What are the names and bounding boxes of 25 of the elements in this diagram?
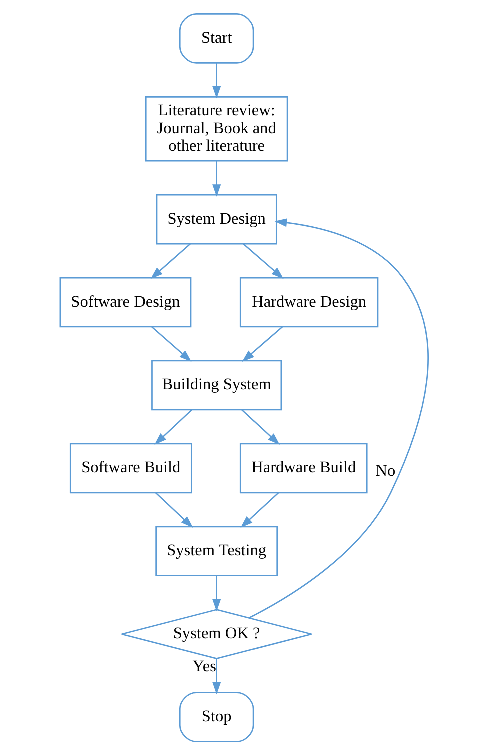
arrow: [151, 326, 192, 362]
arrow: [154, 492, 193, 528]
arrow: [212, 161, 221, 197]
arrow: [240, 492, 279, 528]
node-box: Stop: [178, 692, 254, 742]
arrow: [150, 244, 190, 280]
node-box: Start: [178, 14, 254, 64]
node-diamond: System OK ?: [120, 609, 312, 660]
arrow: [212, 658, 221, 695]
arrow: [212, 64, 221, 99]
arrow: [248, 218, 428, 619]
arrow: [154, 410, 192, 446]
arrow: [242, 326, 282, 362]
node-box: Literature review: Journal, Book and other literature: [144, 96, 288, 162]
node-box: System Design: [156, 194, 277, 245]
node-box: Hardware Design: [239, 277, 378, 328]
arrow: [212, 576, 221, 612]
arrow: [241, 410, 280, 446]
node-box: Building System: [151, 360, 282, 411]
arrow: [242, 244, 284, 280]
node-box: System Testing: [155, 526, 278, 577]
node-box: Software Design: [59, 277, 192, 328]
edge-label: No: [375, 461, 396, 480]
node-box: Software Build: [69, 443, 192, 494]
node-box: Hardware Build: [239, 443, 368, 494]
